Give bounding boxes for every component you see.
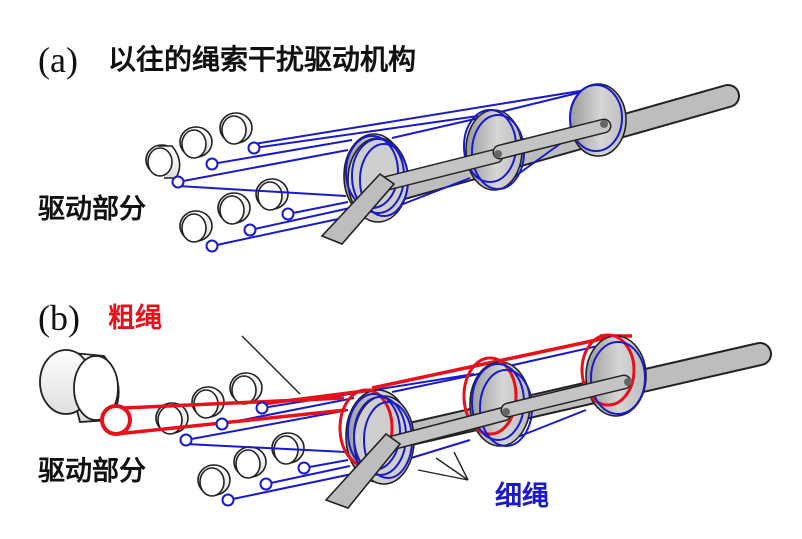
small-motor <box>179 126 213 159</box>
panel-a-mechanism <box>145 83 740 253</box>
motor-group-a-upper <box>145 112 253 179</box>
motor-group-a-lower <box>179 178 289 243</box>
motor-group-b-lower <box>197 432 305 497</box>
base-arm-a <box>320 172 396 245</box>
thin-rope-label: 细绳 <box>495 481 549 512</box>
rope-end-pulleys-b <box>179 401 311 507</box>
leader-line <box>241 335 301 395</box>
small-motor <box>155 402 189 435</box>
panel-b-label: (b) <box>38 298 80 338</box>
thin-ropes-b <box>185 345 599 501</box>
motor-group-b-upper <box>155 372 263 435</box>
links-a <box>376 118 612 192</box>
pulley-b-3 <box>580 333 647 417</box>
small-motor <box>145 144 181 179</box>
thin-rope-pointers <box>417 451 469 481</box>
rope-end-pulleys-a <box>171 141 295 253</box>
small-motor <box>255 178 289 211</box>
thick-rope-label: 粗绳 <box>108 303 162 334</box>
drive-part-label-a: 驱动部分 <box>38 194 146 225</box>
panel-a-label: (a) <box>38 40 78 80</box>
small-motor <box>217 192 251 225</box>
small-motor <box>233 446 267 479</box>
small-motor <box>229 372 263 405</box>
panel-a-title: 以往的绳索干扰驱动机构 <box>108 43 417 76</box>
panel-b-mechanism <box>39 333 772 509</box>
base-arm-b <box>324 432 402 509</box>
big-motor <box>39 349 120 423</box>
thick-rope-drive-pulley <box>100 404 132 436</box>
small-motor <box>197 464 231 497</box>
drive-part-label-b: 驱动部分 <box>38 456 146 487</box>
small-motor <box>219 112 253 145</box>
small-motor <box>179 210 213 243</box>
thick-rope <box>115 334 632 436</box>
